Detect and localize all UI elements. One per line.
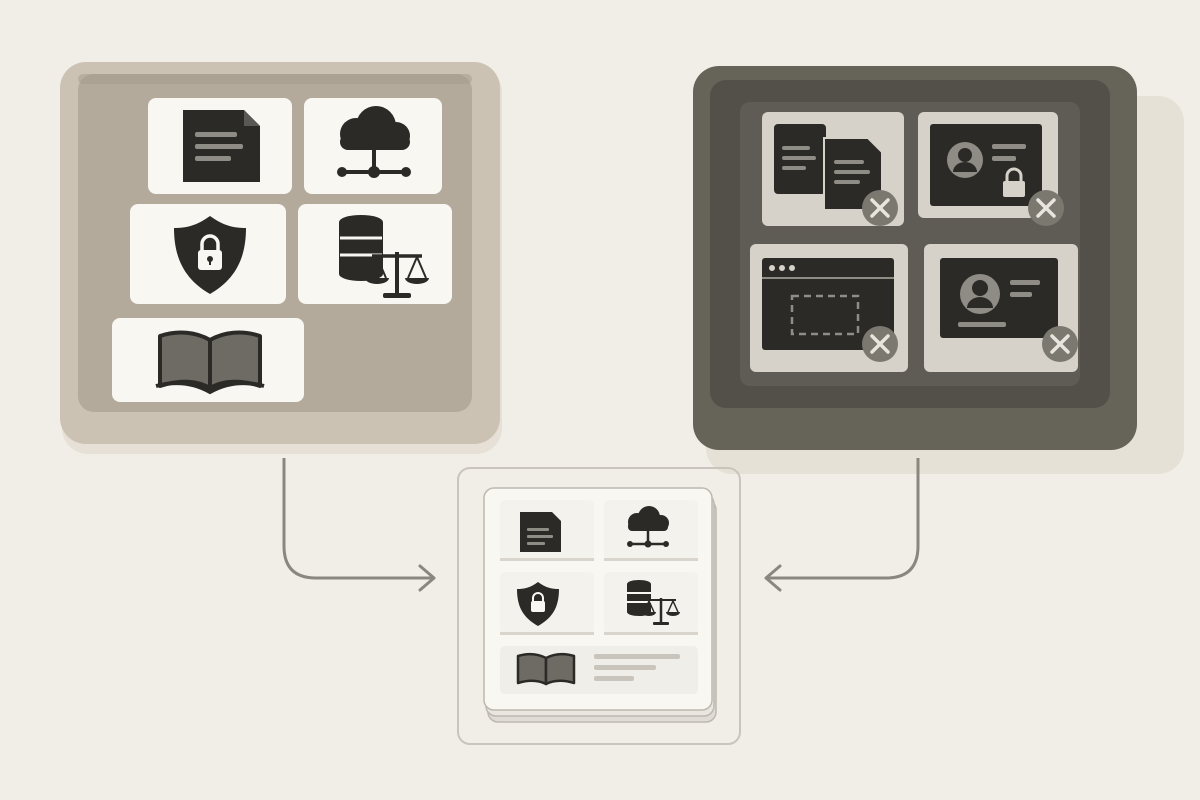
left-tray xyxy=(60,62,502,454)
browser-placeholder-icon xyxy=(762,258,894,350)
connector-right xyxy=(764,458,920,592)
cloud-network-icon xyxy=(627,506,669,548)
left-tile-document xyxy=(148,98,292,194)
result-tile-document xyxy=(500,500,594,561)
right-tile-locked-profile xyxy=(918,112,1064,226)
text-line-placeholder xyxy=(594,654,680,659)
text-line-placeholder xyxy=(594,676,634,681)
text-line-placeholder xyxy=(594,665,656,670)
reject-x-icon xyxy=(1028,190,1064,226)
right-tile-duplicate-documents xyxy=(762,112,904,226)
result-tile-open-book xyxy=(500,646,698,694)
left-tile-database-scales xyxy=(298,204,452,304)
arrow-left-icon xyxy=(764,564,782,592)
reject-x-icon xyxy=(1042,326,1078,362)
right-tile-profile-card xyxy=(924,244,1078,372)
result-frame xyxy=(457,467,741,745)
result-tile-shield-lock xyxy=(500,572,594,635)
arrow-right-icon xyxy=(418,564,436,592)
right-tile-browser-placeholder xyxy=(750,244,908,372)
result-tile-database-scales xyxy=(604,572,698,635)
reject-x-icon xyxy=(862,190,898,226)
connector-left xyxy=(282,458,436,592)
result-tile-cloud-network xyxy=(604,500,698,561)
document-icon xyxy=(520,512,561,552)
result-stack xyxy=(457,467,741,745)
left-tile-open-book xyxy=(112,318,304,402)
database-scales-icon xyxy=(627,580,680,625)
profile-card-icon xyxy=(940,258,1058,338)
shield-lock-icon xyxy=(517,582,559,626)
cloud-network-icon xyxy=(337,106,411,178)
duplicate-documents-icon xyxy=(774,124,883,211)
open-book-icon xyxy=(516,653,576,686)
left-tile-cloud-network xyxy=(304,98,442,194)
database-scales-icon xyxy=(339,215,429,298)
open-book-icon xyxy=(155,330,265,395)
locked-profile-icon xyxy=(930,124,1042,206)
document-icon xyxy=(183,110,260,182)
reject-x-icon xyxy=(862,326,898,362)
shield-lock-icon xyxy=(174,216,246,294)
left-tile-shield-lock xyxy=(130,204,286,304)
right-tray xyxy=(693,66,1184,474)
